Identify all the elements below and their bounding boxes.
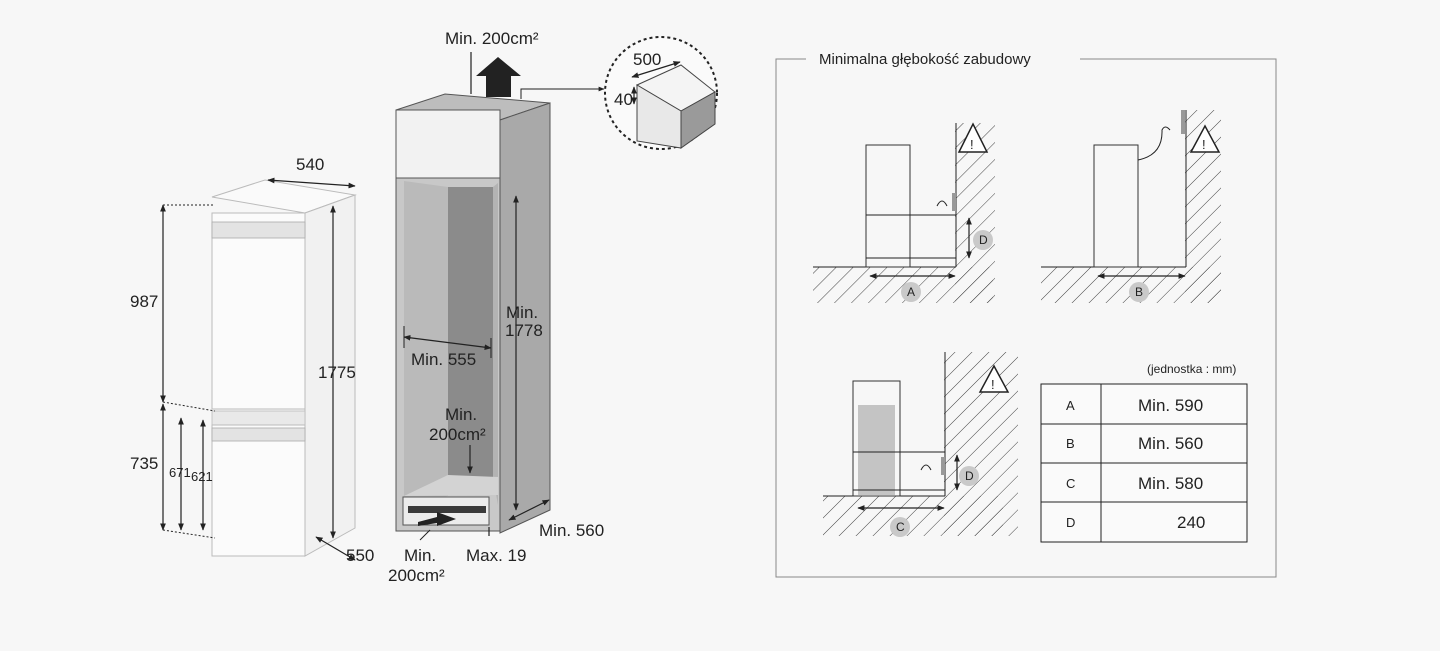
marker-c: C bbox=[896, 520, 905, 534]
fridge-h671-label: 671 bbox=[169, 465, 191, 480]
depth-table bbox=[1040, 383, 1248, 543]
table-row-a-value: Min. 590 bbox=[1138, 396, 1203, 415]
cabinet-depth-label: Min. 560 bbox=[539, 521, 604, 540]
table-row-c-value: Min. 580 bbox=[1138, 474, 1203, 493]
bottom-vent-arrow-icon bbox=[418, 512, 456, 526]
fridge-dimension-lines bbox=[160, 177, 356, 561]
table-row-c-key: C bbox=[1066, 476, 1075, 491]
scenario-b-diagram bbox=[1041, 110, 1221, 303]
detail-width-label: 500 bbox=[633, 50, 661, 69]
marker-b: B bbox=[1135, 285, 1143, 299]
mid-vent-label-line1: Min. bbox=[445, 405, 477, 424]
cabinet-height-label-line2: 1778 bbox=[505, 321, 543, 340]
warning-icon-1: ! bbox=[970, 137, 974, 152]
mid-vent-label-line2: 200cm² bbox=[429, 425, 486, 444]
bottom-vent-label-line1: Min. bbox=[404, 546, 436, 565]
top-vent-label: Min. 200cm² bbox=[445, 29, 539, 48]
bottom-vent-label-line2: 200cm² bbox=[388, 566, 445, 585]
unit-note: (jednostka : mm) bbox=[1147, 362, 1236, 376]
top-detail-callout bbox=[520, 36, 718, 150]
marker-a: A bbox=[907, 285, 915, 299]
fridge-depth-label: 550 bbox=[346, 546, 374, 565]
fridge-upper-height-label: 987 bbox=[130, 292, 158, 311]
depth-panel-title: Minimalna głębokość zabudowy bbox=[819, 51, 1031, 68]
warning-icon-2: ! bbox=[1202, 137, 1206, 152]
table-row-d-value: 240 bbox=[1177, 513, 1205, 532]
plinth-label: Max. 19 bbox=[466, 546, 526, 565]
detail-height-label: 40 bbox=[614, 90, 633, 109]
fridge-total-height-label: 1775 bbox=[318, 363, 356, 382]
fridge-lower-height-label: 735 bbox=[130, 454, 158, 473]
table-row-b-key: B bbox=[1066, 436, 1075, 451]
cabinet-height-label-line1: Min. bbox=[506, 303, 538, 322]
table-row-d-key: D bbox=[1066, 515, 1075, 530]
depth-panel bbox=[775, 48, 1277, 578]
warning-icon-3: ! bbox=[991, 377, 995, 392]
fridge-h621-label: 621 bbox=[191, 469, 213, 484]
top-vent-arrow-icon bbox=[476, 57, 521, 97]
table-row-b-value: Min. 560 bbox=[1138, 434, 1203, 453]
marker-d-1: D bbox=[979, 233, 988, 247]
table-row-a-key: A bbox=[1066, 398, 1075, 413]
scenario-a-diagram bbox=[813, 122, 995, 303]
cabinet-inner-width-label: Min. 555 bbox=[411, 350, 476, 369]
marker-d-2: D bbox=[965, 469, 974, 483]
cabinet-dimension-lines bbox=[403, 195, 550, 541]
fridge-drawing bbox=[211, 179, 357, 557]
fridge-width-label: 540 bbox=[296, 155, 324, 174]
scenario-c-diagram bbox=[823, 352, 1018, 537]
